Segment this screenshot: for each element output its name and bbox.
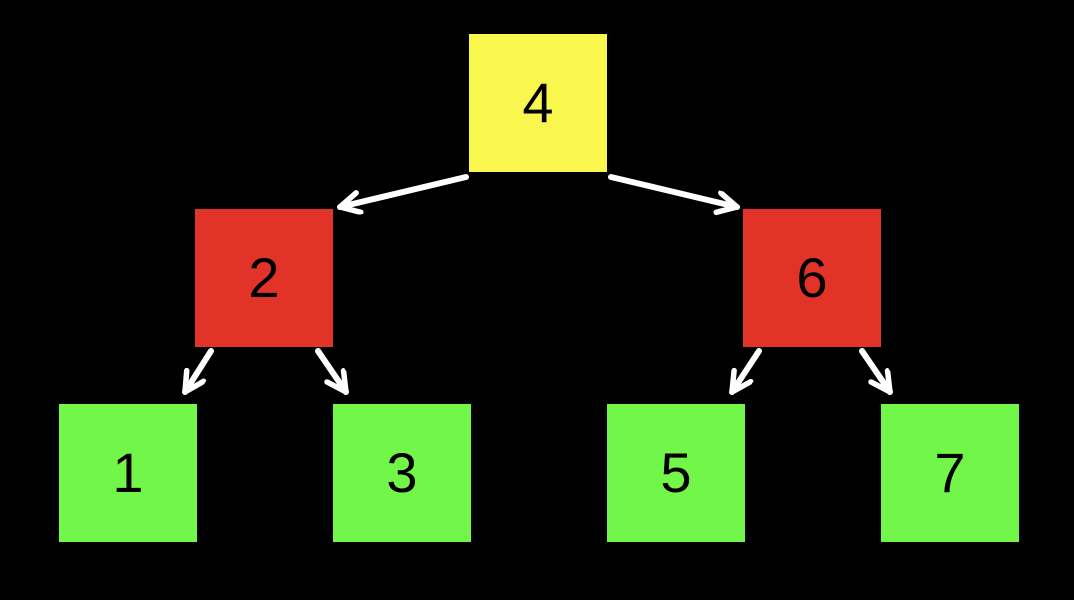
tree-node-1: 1 <box>59 404 197 542</box>
tree-node-4: 4 <box>469 34 607 172</box>
edge-4-to-2 <box>337 174 469 207</box>
tree-node-3: 3 <box>333 404 471 542</box>
tree-node-5: 5 <box>607 404 745 542</box>
tree-node-6: 6 <box>743 209 881 347</box>
edge-2-to-3 <box>315 348 349 395</box>
edge-6-to-7 <box>859 348 893 395</box>
edge-4-to-6 <box>608 174 740 207</box>
edge-2-to-1 <box>182 348 214 395</box>
tree-node-2: 2 <box>195 209 333 347</box>
tree-node-7: 7 <box>881 404 1019 542</box>
edge-6-to-5 <box>729 348 762 395</box>
